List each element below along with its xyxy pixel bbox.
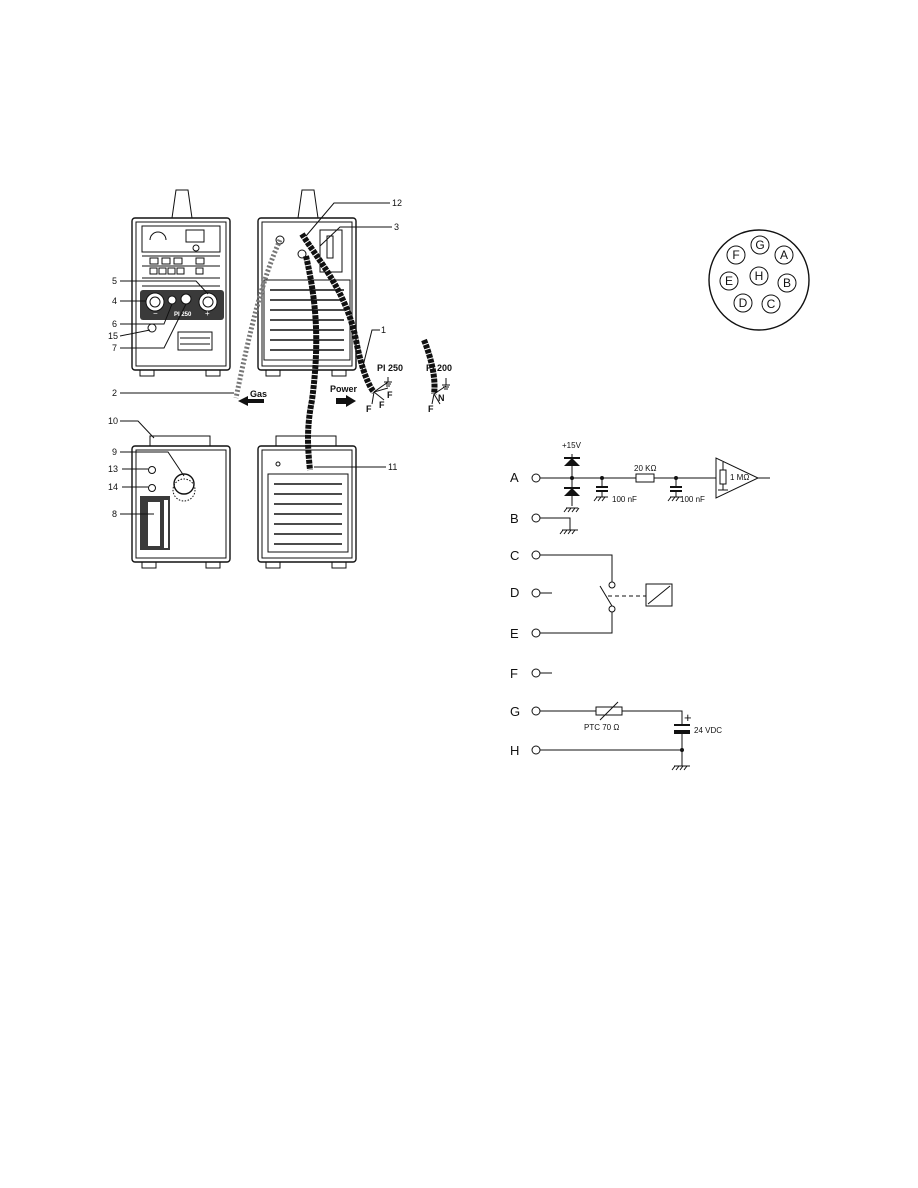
side-view-unit [131,435,231,569]
connector-pin-g [750,235,770,255]
pi200-label: PI 200 [426,363,452,373]
pi200-cable [421,338,438,395]
gas-hose [233,238,283,399]
ptc-label: PTC 70 Ω [584,723,619,732]
power-arrow-icon [336,395,356,407]
pin-label-e: E [510,626,519,641]
cap1-label: 100 nF [612,495,637,504]
callout-15: 15 [108,331,118,341]
plug-n: N [438,393,445,403]
connector-pin-label-d: D [739,296,748,310]
pi200-plug-wires [431,378,450,405]
lower-rear-unit [257,435,357,569]
connector-pin-label-c: C [767,297,776,311]
power-label: Power [330,384,358,394]
callout-2: 2 [112,388,117,398]
callout-11: 11 [388,462,397,472]
callout-3: 3 [394,222,399,232]
connector-pin-b [777,273,797,293]
callout-14: 14 [108,482,118,492]
pi250-label: PI 250 [377,363,403,373]
callout-9: 9 [112,447,117,457]
gas-label: Gas [250,389,267,399]
connector-pin-label-f: F [732,248,739,262]
front-callouts: 5 4 6 15 7 2 [108,276,234,398]
callout-10: 10 [108,416,118,426]
gas-arrow-icon [238,396,264,406]
pin-label-b: B [510,511,519,526]
connector-pin-d [733,293,753,313]
connector-pin-f [726,245,746,265]
callout-7: 7 [112,343,117,353]
schematic: A B C D E F G H +15V [510,441,770,771]
connector-pin-label-b: B [783,276,791,290]
interconnection-cable [303,255,320,471]
plug-f3: F [366,404,372,414]
svg-text:−: − [153,309,158,318]
vdc-label: 24 VDC [694,726,722,735]
power-cable [299,232,377,395]
r1m-label: 1 MΩ [730,473,749,482]
callout-12: 12 [392,198,402,208]
callout-5: 5 [112,276,117,286]
panel-model-label: PI 250 [174,312,192,318]
cap2-label: 100 nF [680,495,705,504]
callout-8: 8 [112,509,117,519]
pin-label-d: D [510,585,519,600]
callout-6: 6 [112,319,117,329]
lower-callouts: 11 [314,462,397,472]
rear-vent-slats [270,289,344,351]
plus-label: + [684,710,692,725]
connector-pin-e [719,271,739,291]
front-view-unit: − + PI 250 [131,189,231,377]
terminals [531,473,541,755]
connector-pins: F G A E H B D C [719,235,797,314]
pin-label-c: C [510,548,519,563]
callout-4: 4 [112,296,117,306]
v15-label: +15V [562,441,582,450]
connector-pin-a [774,245,794,265]
connector-pin-label-h: H [755,269,764,283]
pin-label-a: A [510,470,519,485]
callout-1: 1 [381,325,386,335]
rear-callouts: 12 3 1 Gas Power PI 250 PI 200 F F F [238,198,452,414]
pi250-plug-wires [371,377,392,405]
plug-f1: F [387,390,393,400]
connector-pin-label-e: E [725,274,733,288]
plug-f4: F [428,404,434,414]
connector-face: F G A E H B D C [708,229,810,331]
pin-label-f: F [510,666,518,681]
connector-pin-label-g: G [755,238,764,252]
rear-view-unit [257,189,357,377]
plug-f2: F [379,400,385,410]
callout-13: 13 [108,464,118,474]
pin-label-g: G [510,704,520,719]
connector-pin-h [749,266,769,286]
connector-pin-label-a: A [780,248,788,262]
svg-text:+: + [205,309,210,318]
connector-pin-c [761,294,781,314]
side-callouts: 10 9 13 14 8 [108,416,185,519]
lower-vent-slats [274,483,342,545]
pin-label-h: H [510,743,519,758]
r20k-label: 20 KΩ [634,464,656,473]
